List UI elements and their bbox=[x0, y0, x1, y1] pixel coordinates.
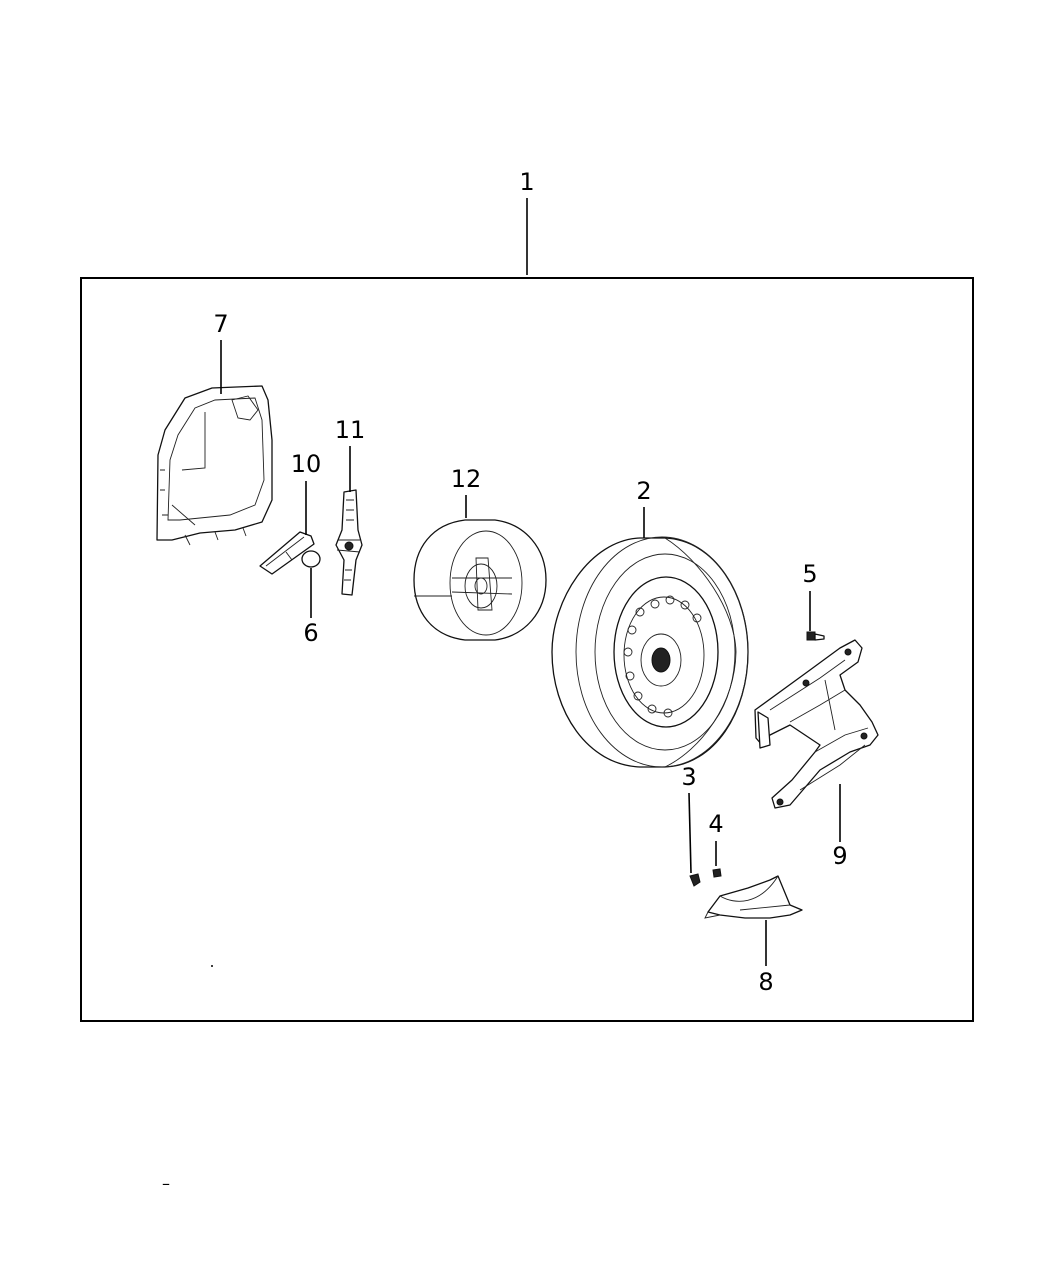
callout-4: 4 bbox=[708, 810, 723, 838]
callout-3: 3 bbox=[681, 763, 696, 791]
part-12-spare-tire-cover[interactable] bbox=[413, 519, 547, 641]
part-11-scissor-jack[interactable] bbox=[335, 489, 363, 596]
callout-7: 7 bbox=[213, 310, 228, 338]
part-7-trim-panel[interactable] bbox=[156, 385, 273, 546]
callout-9: 9 bbox=[832, 842, 847, 870]
assembly-frame bbox=[80, 277, 974, 1022]
part-5-bolt[interactable] bbox=[806, 631, 825, 641]
part-2-spare-wheel-tire[interactable] bbox=[551, 536, 749, 768]
callout-6: 6 bbox=[303, 619, 318, 647]
footer-mark: – bbox=[162, 1174, 170, 1193]
callout-5: 5 bbox=[802, 560, 817, 588]
callout-11: 11 bbox=[335, 416, 366, 444]
part-9-carrier-bracket[interactable] bbox=[754, 639, 879, 809]
part-8-bracket-shield[interactable] bbox=[704, 875, 803, 919]
part-6-washer[interactable] bbox=[301, 550, 321, 568]
callout-12: 12 bbox=[451, 465, 482, 493]
callout-1: 1 bbox=[519, 168, 534, 196]
callout-2: 2 bbox=[636, 477, 651, 505]
stray-mark bbox=[211, 965, 213, 967]
callout-10: 10 bbox=[291, 450, 322, 478]
part-4-nut[interactable] bbox=[712, 868, 722, 878]
callout-8: 8 bbox=[758, 968, 773, 996]
part-10-jack-handle[interactable] bbox=[259, 531, 315, 575]
part-3-push-pin[interactable] bbox=[689, 873, 701, 887]
leader-3 bbox=[688, 792, 692, 874]
